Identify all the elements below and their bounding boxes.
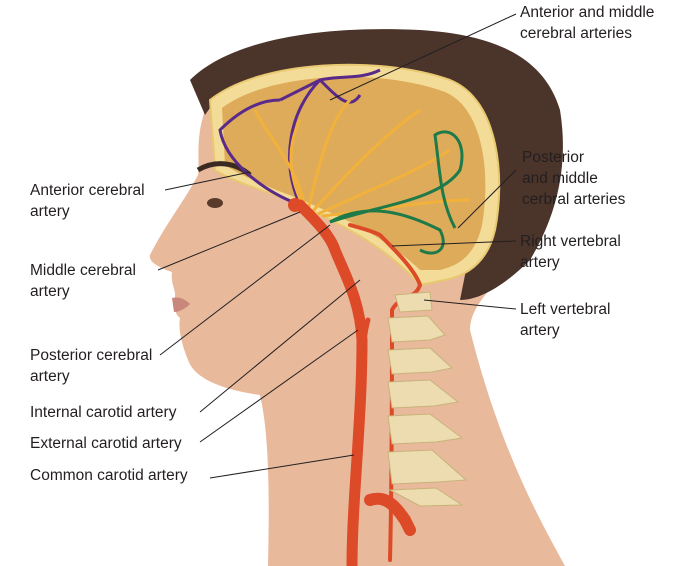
cervical-spine bbox=[387, 291, 468, 507]
label-anterior-middle-cerebral-arteries: Anterior and middle cerebral arteries bbox=[520, 4, 655, 42]
label-common-carotid-artery: Common carotid artery bbox=[30, 467, 188, 484]
eye bbox=[207, 198, 223, 208]
label-right-vertebral-artery: Right vertebral artery bbox=[520, 233, 621, 271]
label-middle-cerebral-artery: Middle cerebral artery bbox=[30, 262, 136, 300]
label-internal-carotid-artery: Internal carotid artery bbox=[30, 404, 177, 421]
middle-arteries bbox=[253, 98, 471, 218]
posterior-arteries bbox=[329, 130, 464, 255]
label-posterior-cerebral-artery: Posterior cerebral artery bbox=[30, 347, 153, 385]
lips bbox=[172, 297, 190, 312]
leader-lines bbox=[157, 13, 517, 479]
label-left-vertebral-artery: Left vertebral artery bbox=[520, 301, 611, 339]
label-external-carotid-artery: External carotid artery bbox=[30, 435, 182, 452]
label-posterior-middle-cerbral-arteries: Posterior and middle cerbral arteries bbox=[522, 149, 626, 208]
artery-origin bbox=[288, 198, 302, 212]
label-anterior-cerebral-artery: Anterior cerebral artery bbox=[30, 182, 145, 220]
